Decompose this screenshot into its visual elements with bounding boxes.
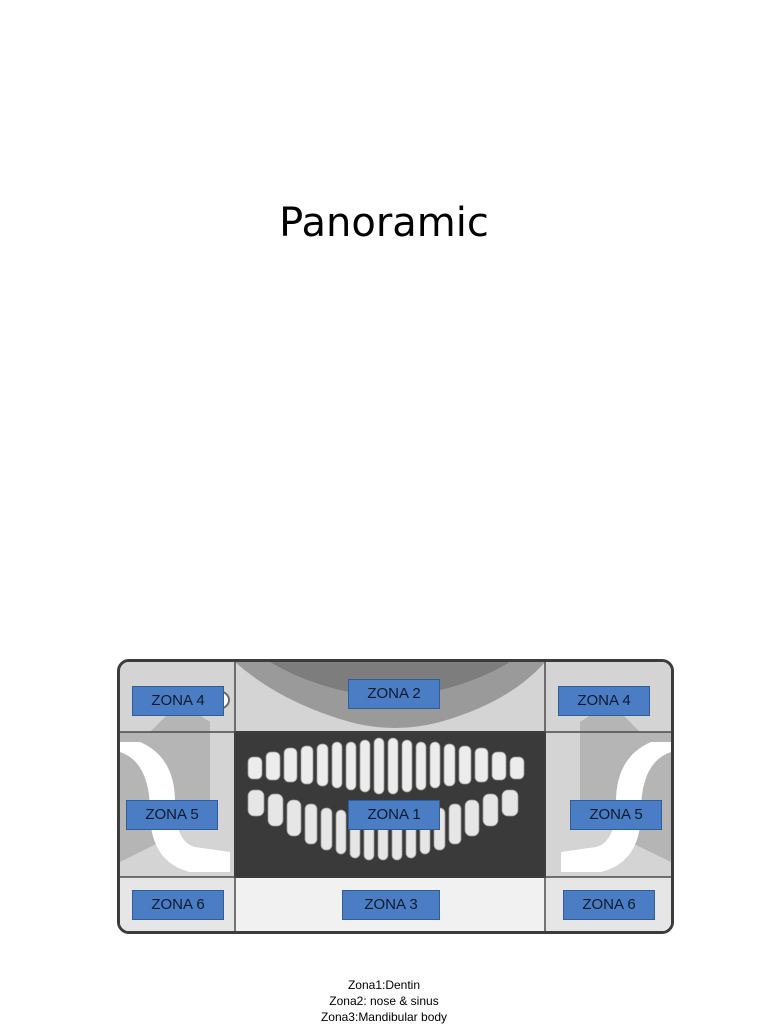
panoramic-xray-diagram: ZONA 4 ZONA 2 ZONA 4 ZONA 5 ZONA 1 ZONA …: [117, 659, 674, 934]
legend-line: Zona2: nose & sinus: [329, 994, 439, 1008]
legend-line: Zona3:Mandibular body: [320, 1010, 448, 1024]
zona6-right-label: ZONA 6: [563, 890, 655, 920]
zona4-left-label: ZONA 4: [132, 686, 224, 716]
zona5-left-label: ZONA 5: [126, 800, 218, 830]
zona3-label: ZONA 3: [342, 890, 440, 920]
zona4-right-label: ZONA 4: [558, 686, 650, 716]
page-title: Panoramic: [279, 200, 489, 246]
zona5-right-label: ZONA 5: [570, 800, 662, 830]
legend-line: Zona1:Dentin: [347, 978, 421, 992]
zona6-left-label: ZONA 6: [132, 890, 224, 920]
zona1-label: ZONA 1: [348, 800, 440, 830]
zone-legend: Zona1:Dentin Zona2: nose & sinus Zona3:M…: [0, 977, 768, 1025]
zona2-label: ZONA 2: [348, 679, 440, 709]
